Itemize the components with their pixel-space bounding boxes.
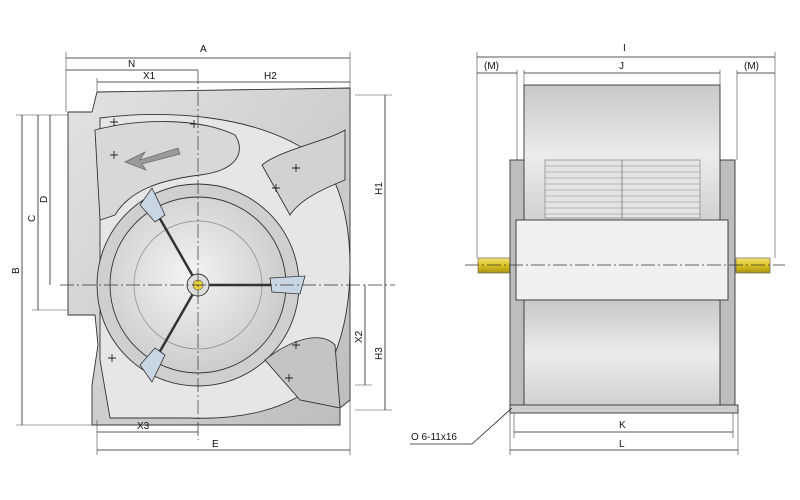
dim-A: A (200, 44, 207, 55)
dim-N: N (128, 59, 135, 70)
dim-E: E (212, 439, 219, 450)
front-dimension-lines (410, 56, 775, 451)
dim-M-left: (M) (484, 61, 499, 72)
dim-B: B (11, 267, 22, 274)
dim-X3: X3 (137, 421, 150, 432)
base-plate (509, 404, 739, 414)
housing-bottom (523, 299, 721, 409)
dim-X2: X2 (354, 330, 365, 343)
dim-D: D (39, 196, 50, 203)
dimension-lines (21, 57, 386, 451)
foot-bracket (264, 337, 341, 409)
dim-H3: H3 (374, 347, 385, 360)
shaft-right (735, 257, 771, 274)
dim-H2: H2 (264, 71, 277, 82)
shaft-left (477, 257, 513, 274)
front-extension-lines (476, 52, 776, 455)
dim-H1: H1 (374, 182, 385, 195)
dim-K: K (619, 420, 626, 431)
dim-C: C (27, 215, 38, 222)
hole-note: O 6-11x16 (411, 432, 457, 443)
extension-lines (16, 52, 392, 455)
dim-L: L (619, 439, 625, 450)
front-view: I (M) J (M) K L O 6-11x16 (410, 43, 785, 455)
airflow-arrow-icon (124, 147, 181, 171)
inlet-channel (94, 121, 240, 221)
housing-band (515, 219, 729, 301)
impeller-blades (544, 159, 701, 219)
dim-I: I (623, 43, 626, 54)
dim-M-right: (M) (744, 61, 759, 72)
mounting-holes (108, 118, 300, 382)
dim-J: J (619, 61, 624, 72)
dim-X1: X1 (143, 71, 156, 82)
outlet-bracket (261, 129, 346, 216)
side-view: A N X1 H2 B C D H1 X2 H3 X3 E (11, 44, 395, 455)
